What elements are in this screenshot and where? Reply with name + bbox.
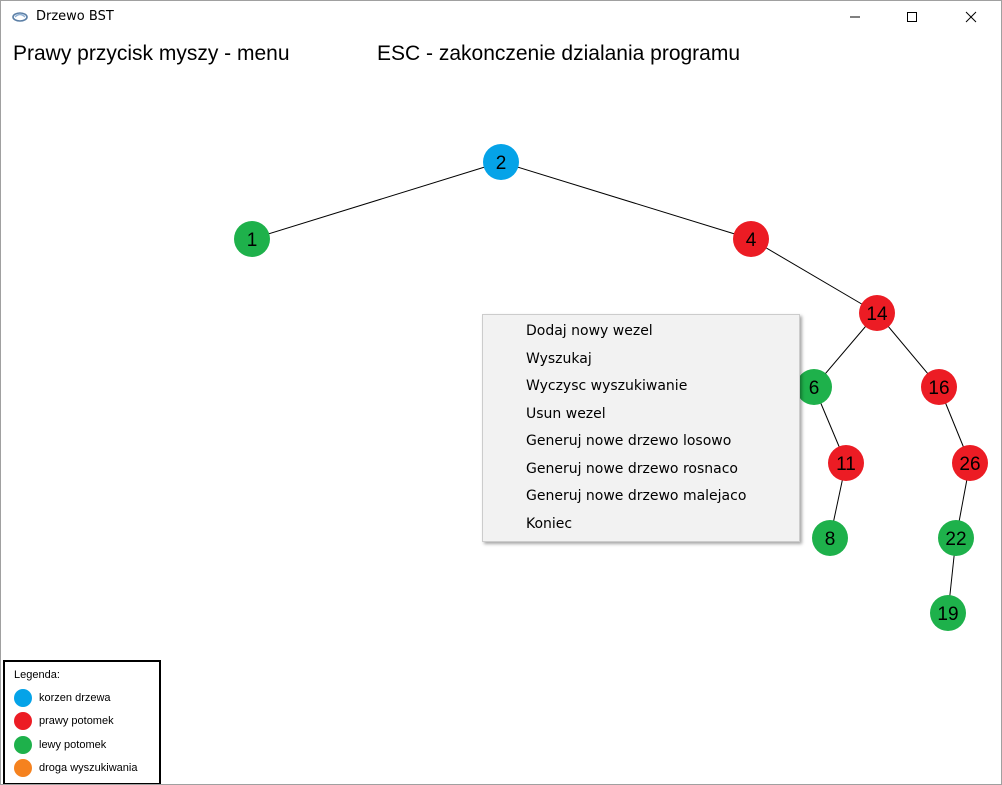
tree-node-label-26: 26 [959,454,980,475]
legend-item-right-child: prawy potomek [14,712,114,730]
tree-node-label-14: 14 [866,304,888,325]
tree-node-circle-26 [952,445,988,481]
tree-node-8: 8 [812,520,848,556]
tree-node-label-19: 19 [937,604,958,625]
tree-node-circle-1 [234,221,270,257]
menu-hint: Prawy przycisk myszy - menu [13,42,290,65]
tree-node-4: 4 [733,221,769,257]
close-button[interactable] [948,1,994,33]
tree-node-label-16: 16 [928,378,949,399]
legend-label-root: korzen drzewa [39,692,111,704]
context-menu: Dodaj nowy wezel Wyszukaj Wyczysc wyszuk… [482,314,800,542]
tree-node-label-1: 1 [247,230,258,251]
legend-item-search-path: droga wyszukiwania [14,759,137,777]
tree-node-circle-22 [938,520,974,556]
tree-node-6: 6 [796,369,832,405]
tree-node-16: 16 [921,369,957,405]
legend-label-search-path: droga wyszukiwania [39,762,138,774]
minimize-button[interactable] [832,1,878,33]
menu-item-delete-node[interactable]: Usun wezel [526,405,606,422]
legend-dot-right-child [14,712,32,730]
tree-node-label-6: 6 [809,378,820,399]
tree-node-label-4: 4 [746,230,757,251]
menu-item-generate-descending[interactable]: Generuj nowe drzewo malejaco [526,488,747,504]
menu-item-generate-random[interactable]: Generuj nowe drzewo losowo [526,433,732,449]
menu-item-exit[interactable]: Koniec [526,515,573,532]
tree-node-circle-6 [796,369,832,405]
window-title: Drzewo BST [36,9,114,24]
tree-node-26: 26 [952,445,988,481]
tree-node-label-11: 11 [836,454,856,475]
menu-item-search[interactable]: Wyszukaj [526,350,592,367]
legend-dot-root [14,689,32,707]
tree-node-circle-16 [921,369,957,405]
menu-item-add-node[interactable]: Dodaj nowy wezel [526,323,653,339]
legend-label-left-child: lewy potomek [39,739,107,751]
tree-node-22: 22 [938,520,974,556]
tree-node-1: 1 [234,221,270,257]
tree-node-circle-2 [483,144,519,180]
tree-node-2: 2 [483,144,519,180]
legend-item-left-child: lewy potomek [14,736,106,754]
menu-item-clear-search[interactable]: Wyczysc wyszukiwanie [526,378,688,394]
tree-node-circle-4 [733,221,769,257]
menu-item-generate-ascending[interactable]: Generuj nowe drzewo rosnaco [526,460,738,477]
close-icon [965,11,977,23]
legend-label-right-child: prawy potomek [39,715,114,727]
tree-node-circle-19 [930,595,966,631]
tree-node-label-22: 22 [945,529,966,550]
legend-title: Legenda: [14,669,60,681]
maximize-button[interactable] [889,1,935,33]
tree-node-label-2: 2 [496,153,507,174]
tree-edge-2-4 [500,161,752,240]
tree-node-19: 19 [930,595,966,631]
title-bar[interactable]: Drzewo BST [1,1,1001,33]
maximize-icon [907,12,917,22]
legend: Legenda: korzen drzewa prawy potomek lew… [3,660,161,784]
drawing-canvas[interactable]: Prawy przycisk myszy - menu ESC - zakonc… [1,33,1001,784]
exit-hint: ESC - zakonczenie dzialania programu [377,42,741,65]
tree-node-label-8: 8 [825,529,836,550]
tree-edge-4-14 [750,238,878,314]
app-icon [12,12,28,22]
tree-node-circle-8 [812,520,848,556]
tree-node-14: 14 [859,295,895,331]
minimize-icon [850,16,860,18]
tree-edge-2-1 [251,161,502,240]
tree-node-circle-11 [828,445,864,481]
legend-dot-search-path [14,759,32,777]
legend-dot-left-child [14,736,32,754]
tree-node-circle-14 [859,295,895,331]
tree-node-11: 11 [828,445,864,481]
legend-item-root: korzen drzewa [14,689,111,707]
